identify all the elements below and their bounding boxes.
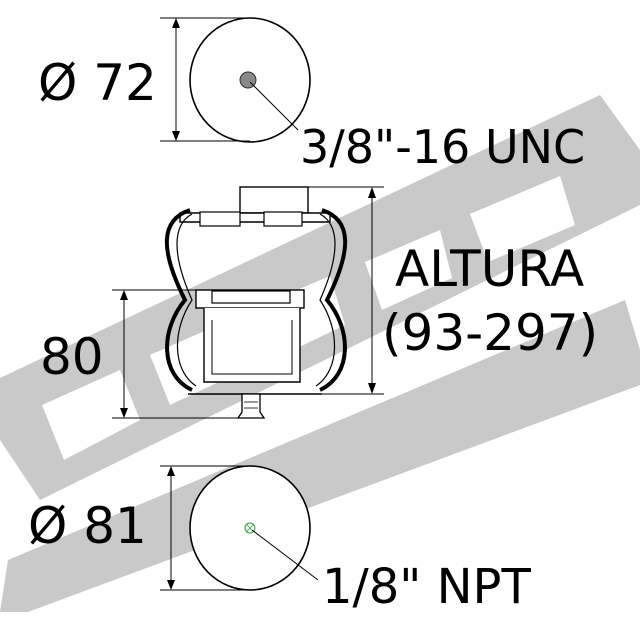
piston-height-dimension bbox=[112, 289, 240, 419]
top-diameter-label: Ø 72 bbox=[38, 54, 157, 112]
top-bead-plate bbox=[239, 186, 309, 214]
bead-recess-right bbox=[263, 211, 303, 227]
arrow-head bbox=[368, 383, 376, 394]
bottom-port-label: 1/8" NPT bbox=[322, 559, 531, 615]
bellow-right bbox=[319, 208, 348, 392]
piston-inner bbox=[211, 320, 293, 375]
piston-height-label: 80 bbox=[40, 328, 104, 386]
arrow-head bbox=[172, 131, 180, 141]
arrow-head bbox=[167, 580, 175, 590]
bottom-port-marker bbox=[244, 522, 256, 534]
bead-recess-left bbox=[199, 211, 241, 227]
bottom-fitting bbox=[236, 393, 266, 419]
altura-dimension bbox=[240, 186, 384, 395]
top-view bbox=[160, 17, 311, 143]
bellow-left bbox=[164, 208, 193, 392]
bellow-left-inner bbox=[176, 213, 197, 387]
piston-body bbox=[203, 308, 301, 383]
arrow-head bbox=[167, 466, 175, 476]
height-title-label: ALTURA bbox=[395, 240, 585, 298]
height-range-label: (93-297) bbox=[382, 304, 599, 362]
top-thread-label: 3/8"-16 UNC bbox=[300, 120, 586, 174]
npt-leader bbox=[251, 529, 319, 581]
arrow-head bbox=[172, 18, 180, 28]
piston-top-slot bbox=[211, 290, 291, 304]
arrow-head bbox=[120, 408, 128, 418]
bellow-right-inner bbox=[315, 213, 336, 387]
thread-leader bbox=[249, 81, 299, 131]
bottom-view bbox=[160, 465, 319, 591]
arrow-head bbox=[120, 290, 128, 300]
bottom-diameter-label: Ø 81 bbox=[28, 497, 147, 555]
arrow-head bbox=[368, 187, 376, 198]
